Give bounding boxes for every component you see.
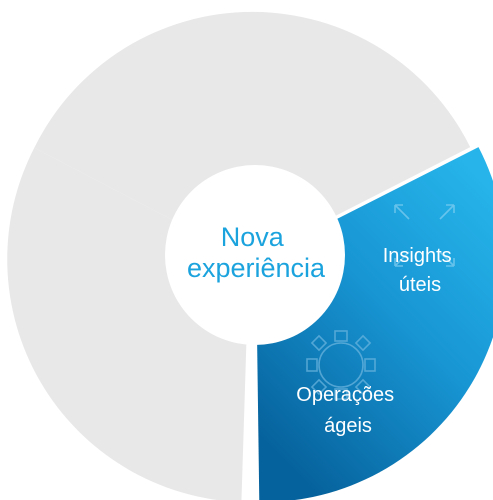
operacoes-label-line-2: ágeis [324, 415, 372, 437]
center-hub [165, 165, 345, 345]
center-label: Nova experiência [187, 222, 326, 283]
insights-label-line-2: úteis [399, 274, 441, 296]
center-label-line-2: experiência [187, 253, 326, 283]
operacoes-label-line-1: Operações [296, 384, 394, 406]
gear-icon [306, 330, 376, 400]
expand-arrows-icon [394, 204, 455, 267]
center-label-line-1: Nova [221, 222, 285, 252]
insights-label: Insights úteis [383, 245, 458, 296]
operacoes-label: Operações ágeis [296, 384, 399, 437]
insights-label-line-1: Insights [383, 245, 452, 267]
wheel-segment-top [34, 11, 471, 260]
